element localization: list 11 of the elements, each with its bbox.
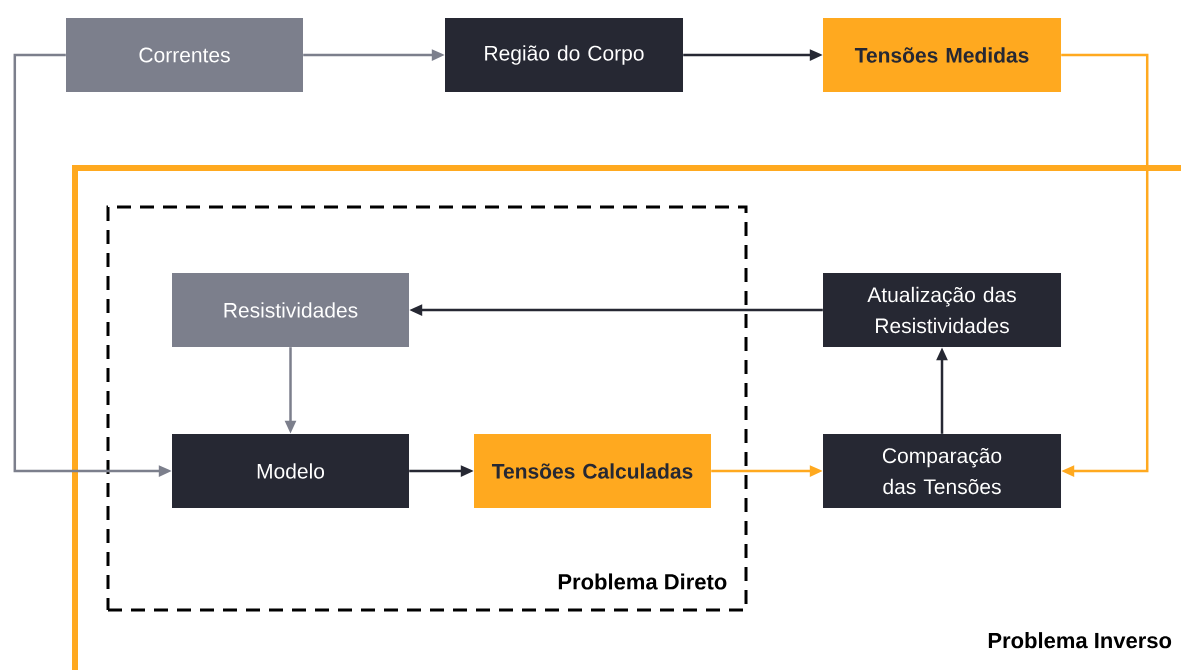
process-box: Tensões Calculadas xyxy=(474,434,711,508)
arrow xyxy=(1061,53,1149,477)
process-box: Modelo xyxy=(172,434,409,508)
region-title: Problema Direto xyxy=(558,573,727,590)
process-box: Resistividades xyxy=(172,273,409,347)
process-box: Comparação das Tensões xyxy=(823,434,1061,508)
process-box: Atualização das Resistividades xyxy=(823,273,1061,347)
process-box: Região do Corpo xyxy=(445,18,683,92)
process-box: Correntes xyxy=(66,18,303,92)
region-title: Problema Inverso xyxy=(988,632,1172,649)
process-box: Tensões Medidas xyxy=(823,18,1061,92)
